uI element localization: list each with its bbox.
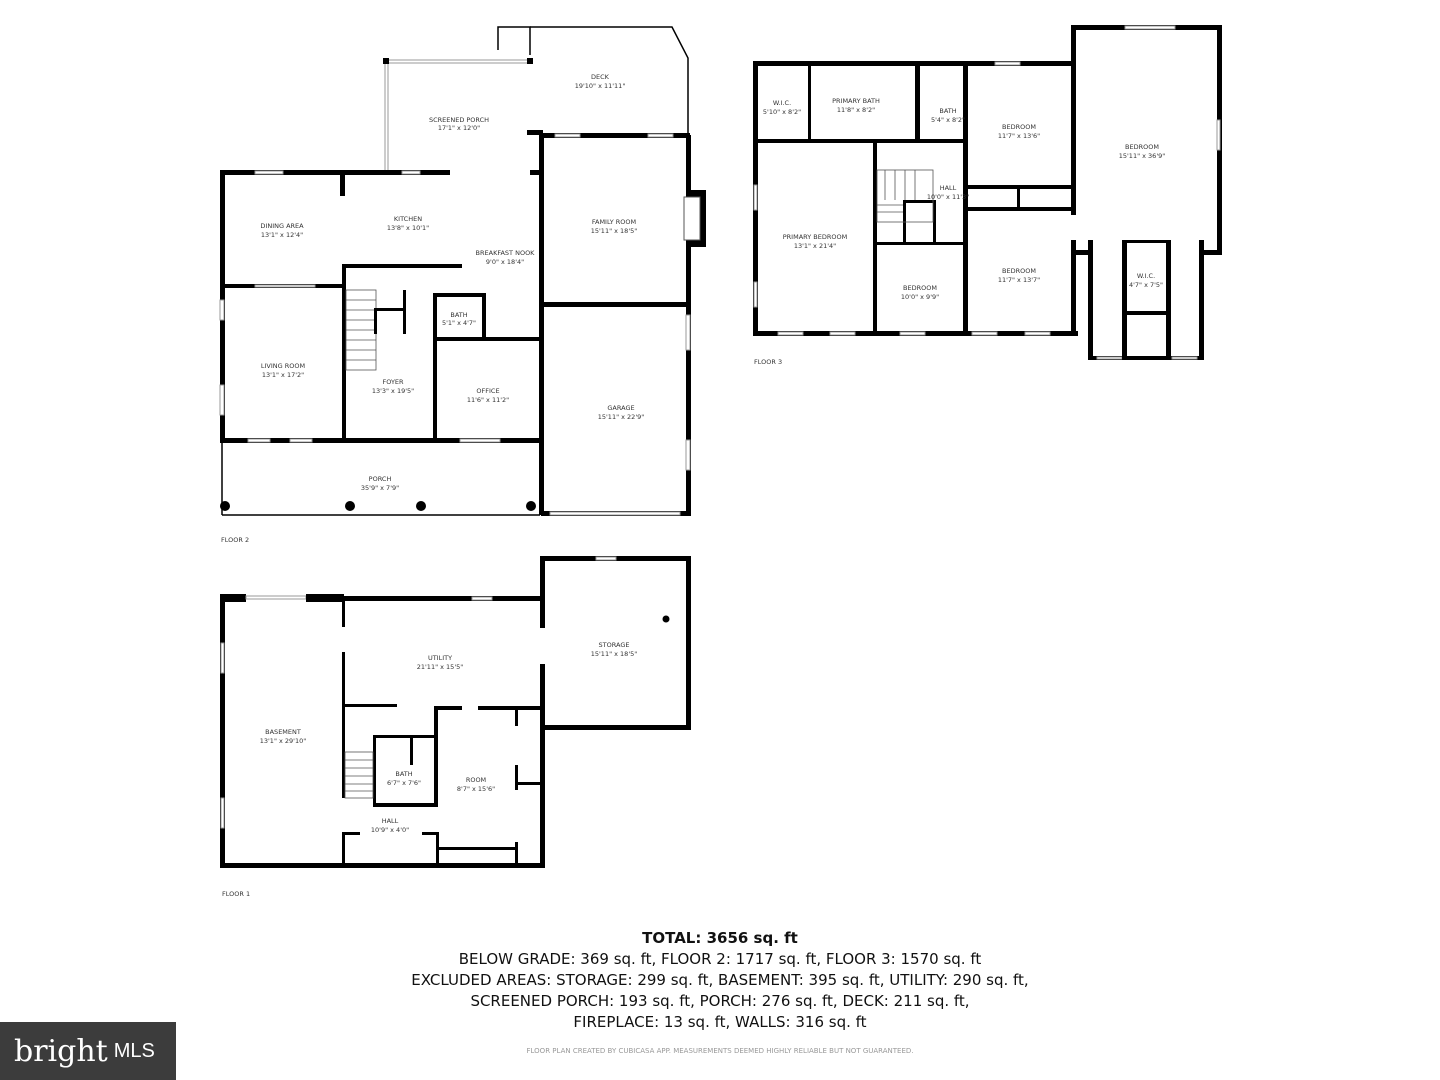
room-dims: 13'3" x 19'5" [372,387,414,395]
summary-line: SCREENED PORCH: 193 sq. ft, PORCH: 276 s… [470,992,969,1010]
room-dims: 17'1" x 12'0" [438,124,480,132]
room-dims: 13'1" x 12'4" [261,231,303,239]
room-dims: 21'11" x 15'5" [417,663,463,671]
room-dims: 19'10" x 11'11" [575,82,626,90]
room-label: FAMILY ROOM [592,218,636,226]
room-dims: 4'7" x 7'5" [1129,281,1163,289]
room-label: LIVING ROOM [261,362,305,370]
deck-outline [530,26,689,137]
stairs-icon [344,751,374,799]
floor-label: FLOOR 3 [754,358,782,366]
room-label: BREAKFAST NOOK [476,249,536,257]
room-label: PRIMARY BATH [832,97,880,105]
room-label: ROOM [466,776,486,784]
summary-line: BELOW GRADE: 369 sq. ft, FLOOR 2: 1717 s… [459,950,982,968]
room-dims: 13'1" x 21'4" [794,242,836,250]
room-label: BATH [939,107,956,115]
room-label: W.I.C. [773,99,791,107]
room-dims: 6'7" x 7'6" [387,779,421,787]
room-dims: 13'1" x 17'2" [262,371,304,379]
room-dims: 15'11" x 18'5" [591,650,637,658]
room-dims: 13'8" x 10'1" [387,224,429,232]
screened-porch-screen [384,59,389,173]
room-label: BASEMENT [265,728,301,736]
area-summary: TOTAL: 3656 sq. ft BELOW GRADE: 369 sq. … [411,929,1028,1055]
room-label: SCREENED PORCH [429,116,489,124]
room-label: HALL [940,184,957,192]
room-label: BATH [450,311,467,319]
logo-suffix: MLS [113,1039,155,1062]
floor-label: FLOOR 1 [222,890,250,898]
room-label: STORAGE [599,641,630,649]
room-dims: 13'1" x 29'10" [260,737,306,745]
room-label: UTILITY [428,654,452,662]
porch-column [526,501,536,511]
room-label: BEDROOM [1002,123,1036,131]
room-dims: 5'10" x 8'2" [763,108,801,116]
room-label: DINING AREA [260,222,304,230]
room-dims: 9'0" x 18'4" [486,258,524,266]
room-label: BEDROOM [1125,143,1159,151]
room-label: KITCHEN [394,215,422,223]
floor-2-plan: DECK 19'10" x 11'11" SCREENED PORCH 17'1… [219,26,706,544]
room-dims: 15'11" x 22'9" [598,413,644,421]
room-dims: 15'11" x 18'5" [591,227,637,235]
floor-3-plan: W.I.C. 5'10" x 8'2" PRIMARY BATH 11'8" x… [753,25,1222,366]
room-dims: 35'9" x 7'9" [361,484,399,492]
stairs-icon [345,289,377,371]
floor-label: FLOOR 2 [221,536,249,544]
room-label: BATH [395,770,412,778]
room-dims: 10'0" x 11'3" [927,193,969,201]
room-label: PRIMARY BEDROOM [783,233,847,241]
summary-line: EXCLUDED AREAS: STORAGE: 299 sq. ft, BAS… [411,971,1028,989]
room-dims: 10'0" x 9'9" [901,293,939,301]
room-label: BEDROOM [903,284,937,292]
room-label: W.I.C. [1137,272,1155,280]
room-label: DECK [591,73,610,81]
room-label: OFFICE [476,387,499,395]
room-label: FOYER [382,378,404,386]
screened-porch-screen [384,59,531,64]
room-dims: 11'7" x 13'7" [998,276,1040,284]
room-label: PORCH [369,475,392,483]
room-dims: 11'6" x 11'2" [467,396,509,404]
floor-1-plan: STORAGE 15'11" x 18'5" UTILITY 21'11" x … [220,556,691,898]
room-dims: 15'11" x 36'9" [1119,152,1165,160]
deck-outline [497,26,531,55]
porch-column [220,501,230,511]
room-dims: 11'8" x 8'2" [837,106,875,114]
room-label: HALL [382,817,399,825]
room-dims: 5'4" x 8'2" [931,116,965,124]
room-dims: 10'9" x 4'0" [371,826,409,834]
column-marker [662,615,670,623]
room-dims: 5'1" x 4'7" [442,319,476,327]
room-label: BEDROOM [1002,267,1036,275]
disclaimer: FLOOR PLAN CREATED BY CUBICASA APP. MEAS… [527,1047,914,1055]
room-dims: 11'7" x 13'6" [998,132,1040,140]
summary-line: FIREPLACE: 13 sq. ft, WALLS: 316 sq. ft [573,1013,866,1031]
stairs-icon [876,169,934,223]
logo-brand: bright [14,1033,108,1069]
room-dims: 8'7" x 15'6" [457,785,495,793]
porch-column [416,501,426,511]
porch-column [345,501,355,511]
bright-mls-logo: bright MLS [0,1022,176,1080]
room-label: GARAGE [607,404,634,412]
total-area: TOTAL: 3656 sq. ft [642,929,798,947]
